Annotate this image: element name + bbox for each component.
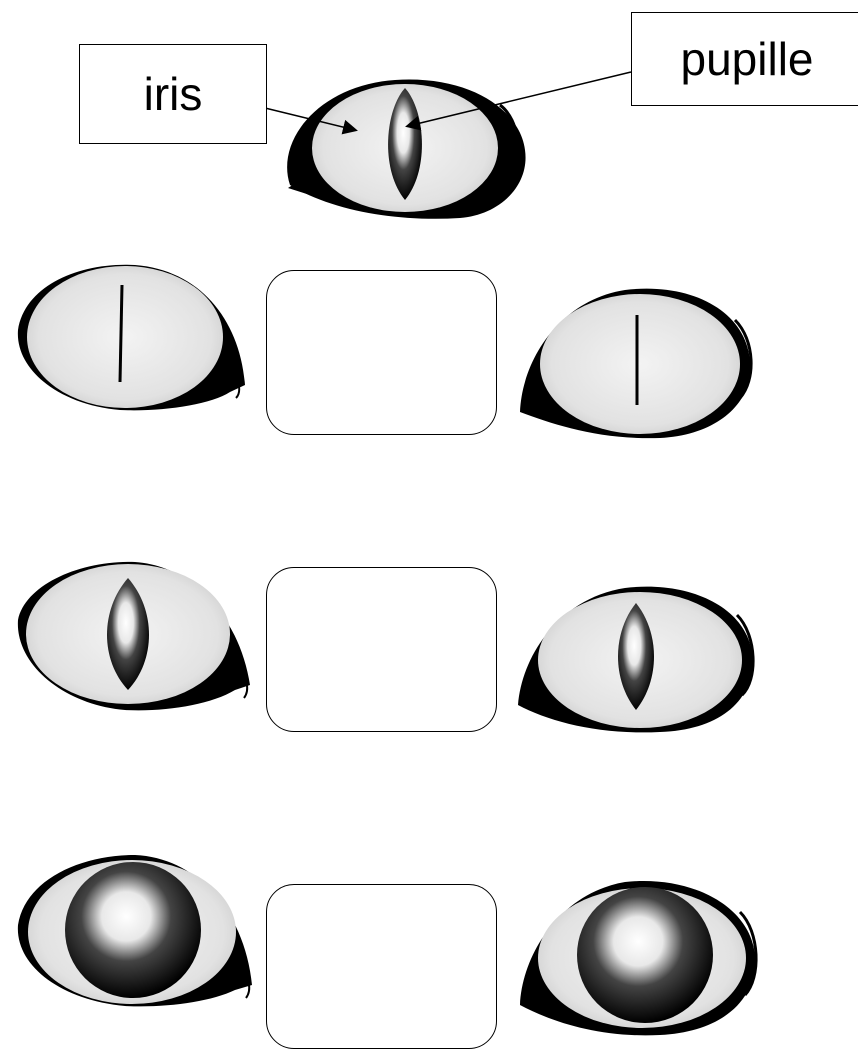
row2-right-eye	[518, 587, 753, 733]
row3-left-eye	[18, 855, 252, 1006]
row1-left-eye	[18, 265, 245, 411]
row1-right-eye	[520, 289, 751, 439]
answer-box-row1[interactable]	[266, 270, 497, 435]
iris-label: iris	[79, 44, 267, 144]
reference-eye	[287, 80, 525, 219]
row3-right-eye	[520, 881, 756, 1035]
pupille-label: pupille	[631, 12, 858, 106]
row2-left-eye	[18, 562, 250, 710]
answer-box-row3[interactable]	[266, 884, 497, 1049]
answer-box-row2[interactable]	[266, 567, 497, 732]
